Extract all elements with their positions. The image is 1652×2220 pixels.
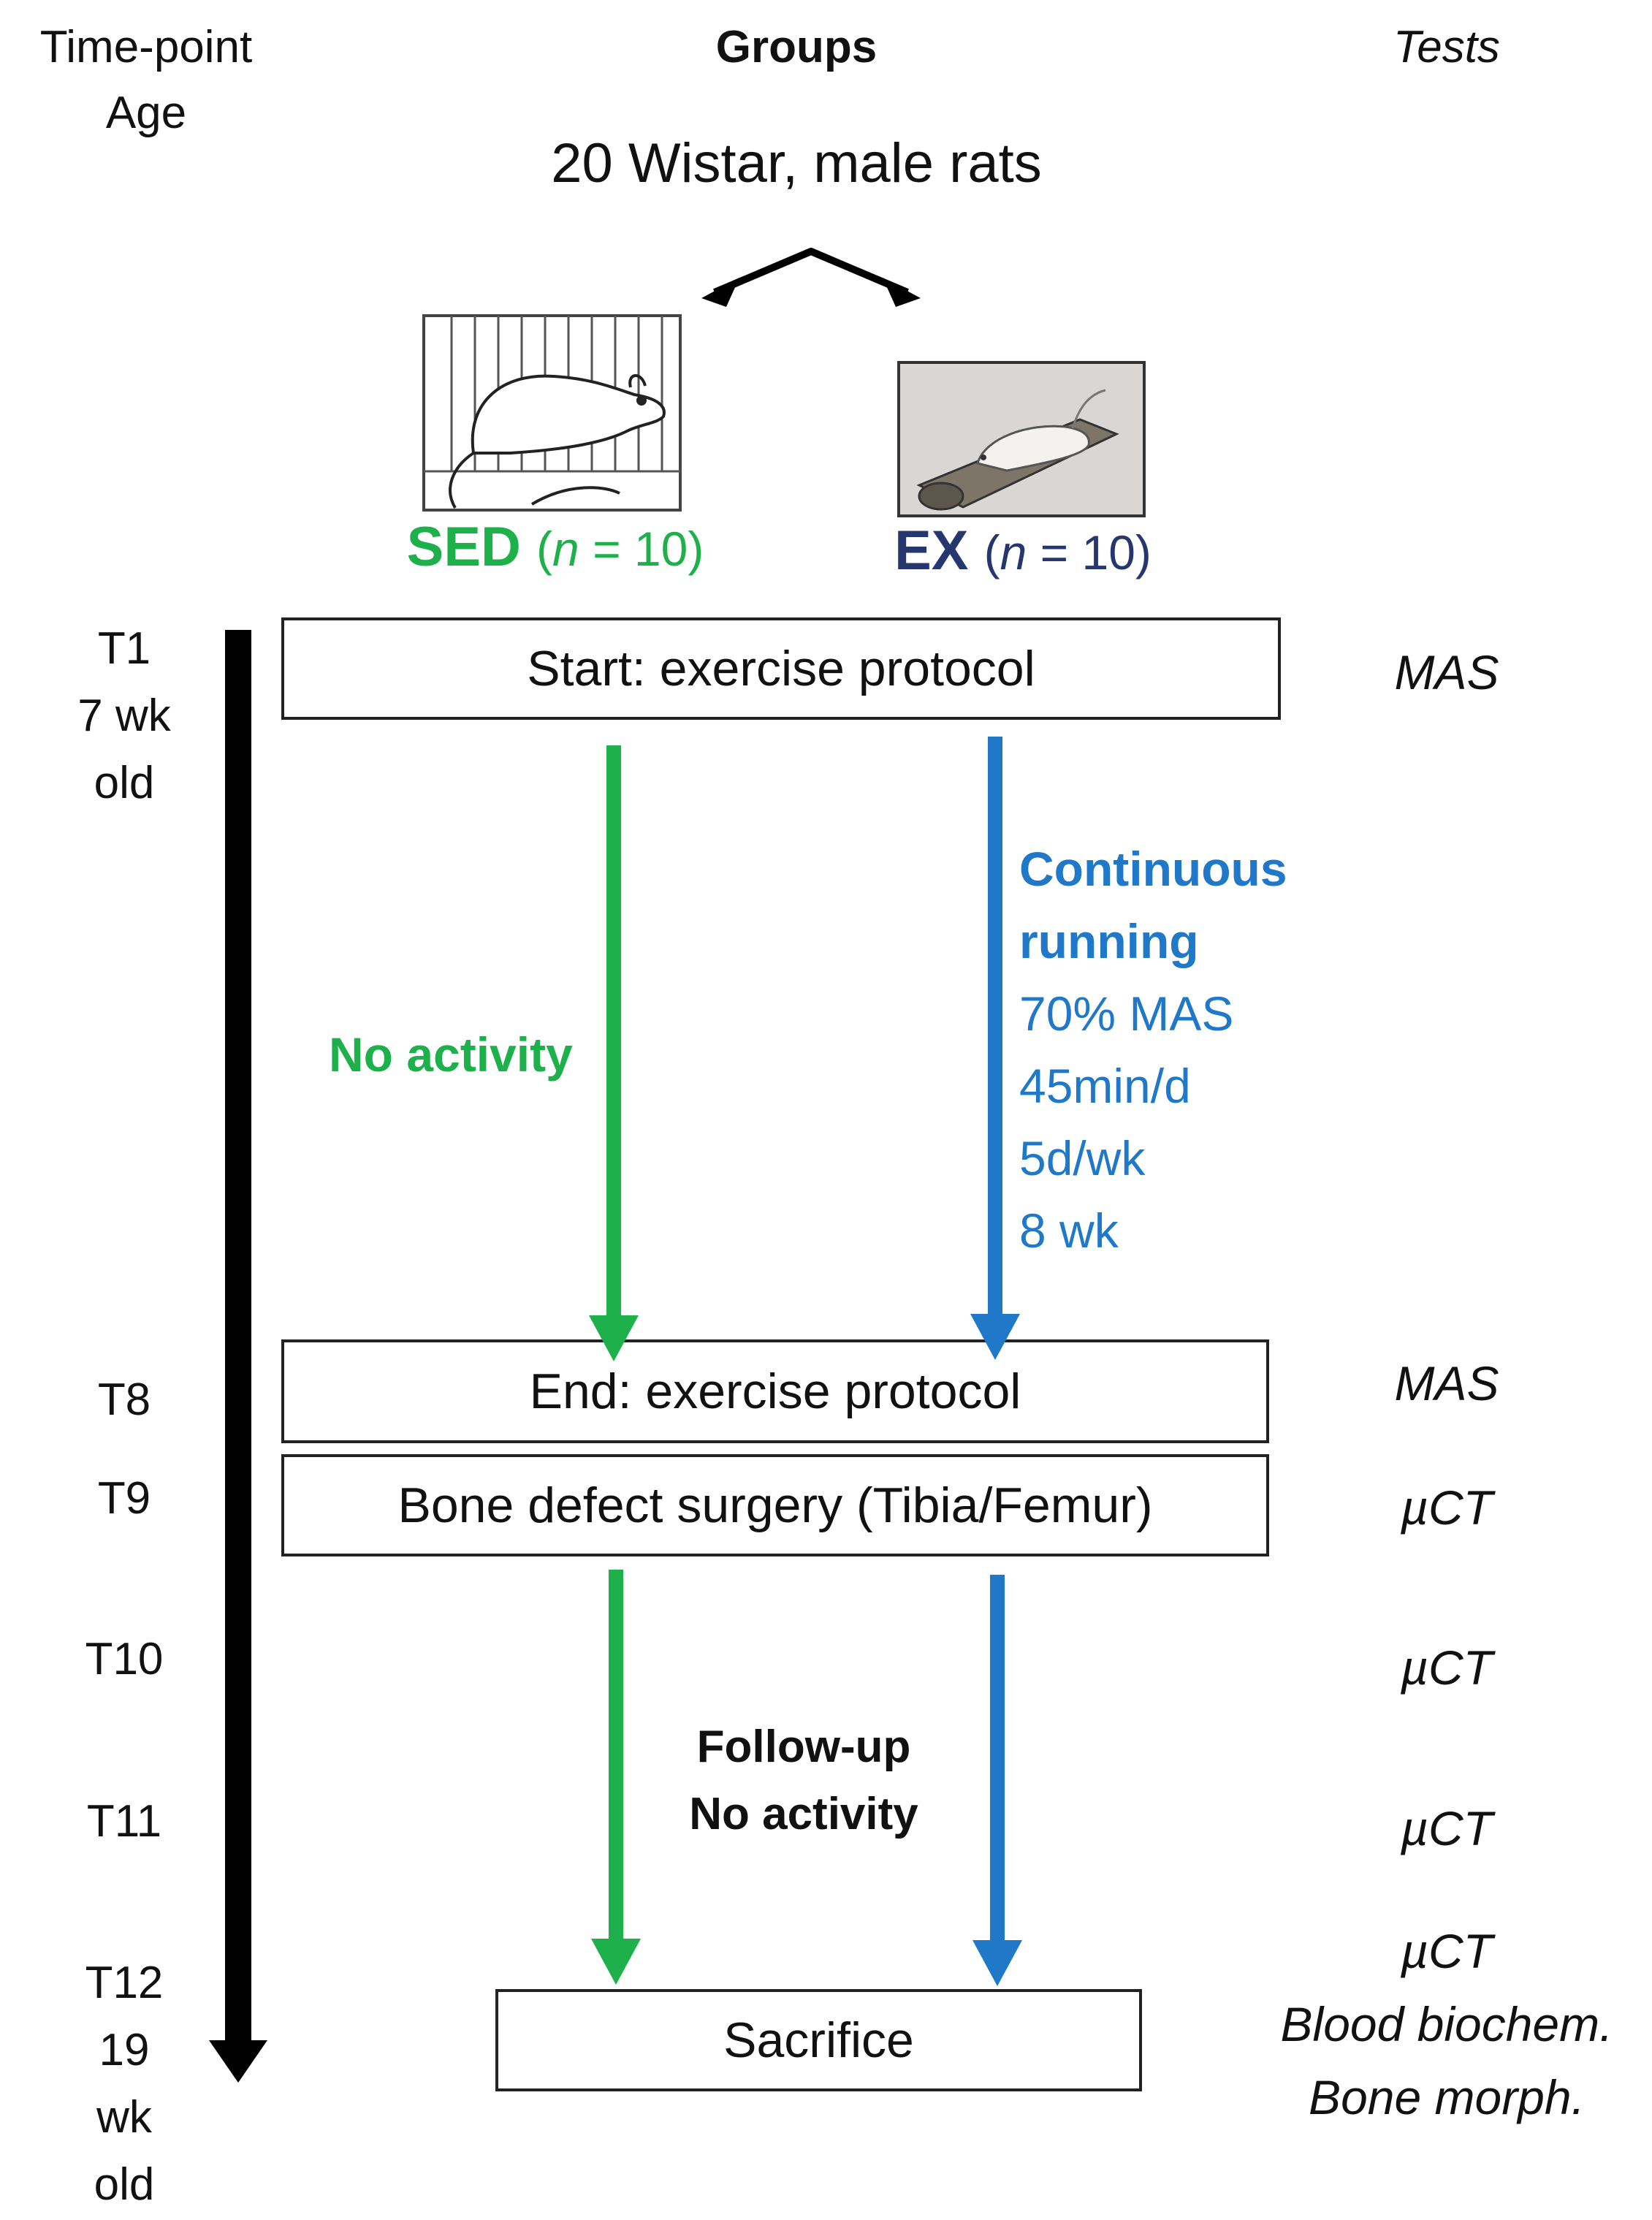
ex-phase-intensity: 70% MAS bbox=[1019, 987, 1234, 1041]
timeline-arrow bbox=[209, 630, 267, 2083]
ex-phase1-arrow bbox=[970, 737, 1020, 1360]
sed-group-label: SED (n = 10) bbox=[380, 515, 731, 579]
end-protocol-box: End: exercise protocol bbox=[281, 1339, 1269, 1443]
surgery-box: Bone defect surgery (Tibia/Femur) bbox=[281, 1454, 1269, 1556]
t12-age-unit: wk bbox=[96, 2092, 152, 2143]
sed-n-prefix: ( bbox=[536, 522, 553, 576]
start-protocol-box: Start: exercise protocol bbox=[281, 617, 1281, 720]
followup-label: Follow-up No activity bbox=[643, 1714, 964, 1848]
ex-phase-length: 8 wk bbox=[1019, 1204, 1119, 1258]
split-arrow-icon bbox=[701, 248, 921, 307]
test-t10: µCT bbox=[1400, 1641, 1493, 1695]
age-header-label: Age bbox=[105, 87, 187, 138]
tests-header: Tests bbox=[1393, 22, 1500, 72]
ex-group-label: EX (n = 10) bbox=[862, 519, 1184, 582]
sed-n-var: n bbox=[552, 522, 579, 576]
test-t1: MAS bbox=[1394, 645, 1499, 699]
t12-age: 19 bbox=[99, 2025, 150, 2075]
treadmill-rat-illustration bbox=[897, 361, 1146, 517]
surgery-label: Bone defect surgery (Tibia/Femur) bbox=[397, 1478, 1153, 1533]
timepoint-t10: T10 bbox=[85, 1634, 164, 1684]
test-t9: µCT bbox=[1400, 1480, 1493, 1535]
test-t11: µCT bbox=[1400, 1801, 1493, 1855]
timepoint-t8: T8 bbox=[97, 1375, 151, 1425]
followup-activity: No activity bbox=[689, 1789, 918, 1839]
ex-phase-frequency: 5d/wk bbox=[1019, 1131, 1146, 1185]
sed-phase-label: No activity bbox=[329, 1027, 573, 1082]
test-t12-uct: µCT bbox=[1400, 1924, 1493, 1978]
end-protocol-label: End: exercise protocol bbox=[529, 1364, 1021, 1419]
test-t8: MAS bbox=[1394, 1356, 1499, 1410]
test-t12-bone: Bone morph. bbox=[1309, 2070, 1585, 2124]
ex-phase-title-1: Continuous bbox=[1019, 842, 1287, 896]
timepoint-header: Time-point Age bbox=[0, 15, 292, 146]
ex-phase-duration: 45min/d bbox=[1019, 1059, 1191, 1113]
sed-phase1-arrow bbox=[589, 745, 639, 1361]
ex-n-var: n bbox=[1000, 525, 1027, 579]
test-t12: µCT Blood biochem. Bone morph. bbox=[1242, 1915, 1651, 2134]
ex-phase-title-2: running bbox=[1019, 914, 1199, 968]
ex-label: EX bbox=[894, 520, 969, 582]
population-label: 20 Wistar, male rats bbox=[551, 132, 1042, 194]
ex-n-suffix: = 10) bbox=[1027, 525, 1152, 579]
ex-n-prefix: ( bbox=[983, 525, 1000, 579]
t1-age-suffix: old bbox=[94, 758, 155, 808]
timepoint-header-label: Time-point bbox=[39, 22, 253, 72]
sed-n-suffix: = 10) bbox=[579, 522, 704, 576]
t1-age: 7 wk bbox=[77, 691, 171, 741]
groups-header: Groups bbox=[715, 22, 878, 72]
t12-label: T12 bbox=[85, 1958, 164, 2008]
sacrifice-box: Sacrifice bbox=[495, 1989, 1142, 2091]
sacrifice-label: Sacrifice bbox=[723, 2012, 914, 2068]
sed-followup-arrow bbox=[591, 1570, 641, 1985]
t1-label: T1 bbox=[97, 623, 151, 674]
caged-rat-illustration bbox=[422, 314, 682, 512]
sed-label: SED bbox=[406, 516, 521, 578]
timepoint-t11: T11 bbox=[86, 1796, 162, 1847]
test-t12-blood: Blood biochem. bbox=[1280, 1997, 1613, 2051]
start-protocol-label: Start: exercise protocol bbox=[527, 641, 1035, 696]
followup-title: Follow-up bbox=[696, 1722, 911, 1772]
t12-age-suffix: old bbox=[94, 2159, 155, 2210]
timepoint-t9: T9 bbox=[97, 1473, 151, 1524]
ex-followup-arrow bbox=[972, 1575, 1022, 1986]
timepoint-t12: T12 19 wk old bbox=[44, 1950, 205, 2219]
ex-phase-label: Continuous running 70% MAS 45min/d 5d/wk… bbox=[1019, 833, 1287, 1267]
timepoint-t1: T1 7 wk old bbox=[44, 615, 205, 817]
